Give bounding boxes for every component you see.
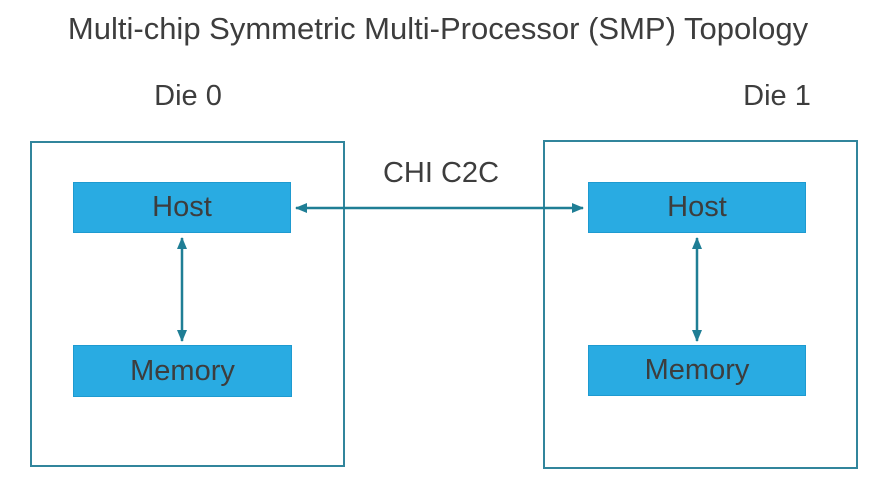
- diagram-title: Multi-chip Symmetric Multi-Processor (SM…: [67, 11, 809, 46]
- die0-label: Die 0: [154, 80, 222, 112]
- interconnect-label: CHI C2C: [382, 157, 500, 189]
- die1-label: Die 1: [743, 80, 811, 112]
- die0-boundary-box: [30, 141, 345, 467]
- die1-memory-node: Memory: [588, 345, 806, 396]
- die0-memory-node: Memory: [73, 345, 292, 397]
- die1-boundary-box: [543, 140, 858, 469]
- die0-host-node: Host: [73, 182, 291, 233]
- die1-host-node: Host: [588, 182, 806, 233]
